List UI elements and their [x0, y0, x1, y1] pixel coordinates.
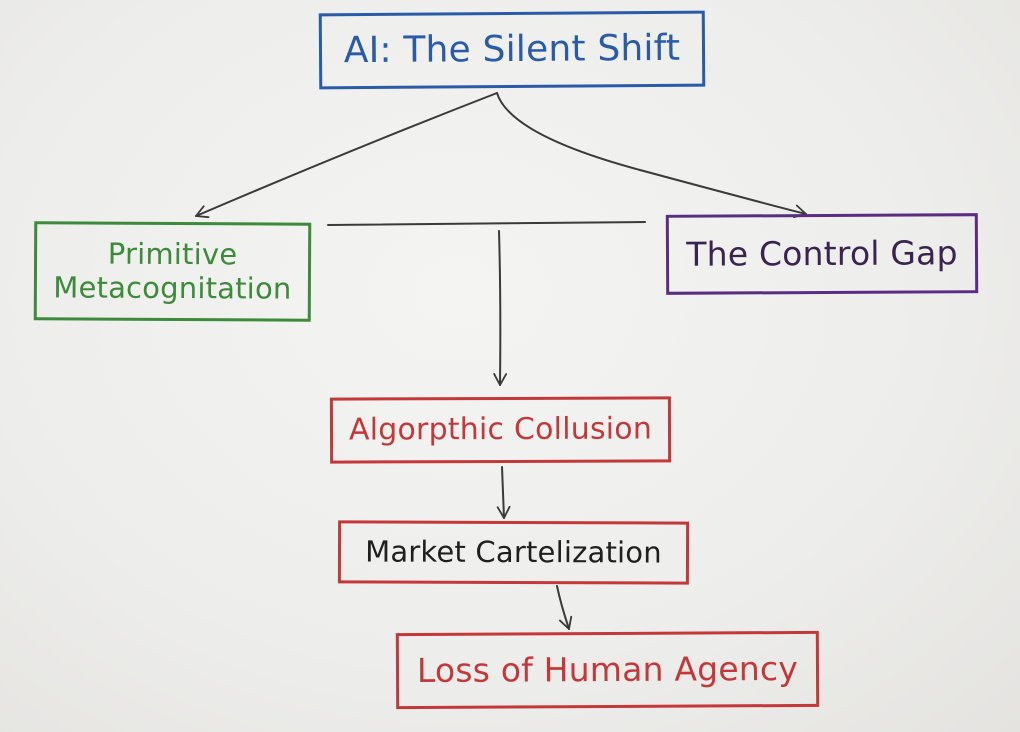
node-loss-of-human-agency: Loss of Human Agency: [395, 630, 820, 710]
node-ai-silent-shift-label: AI: The Silent Shift: [343, 28, 681, 72]
node-loss-of-human-agency-label: Loss of Human Agency: [416, 649, 799, 691]
arrow-collusion-to-cartelization: [496, 466, 511, 519]
arrow-root-to-control-gap: [496, 92, 807, 219]
node-primitive-metacognitation-line1: Primitive: [107, 236, 238, 272]
node-algorpthic-collusion: Algorpthic Collusion: [329, 396, 672, 464]
node-ai-silent-shift: AI: The Silent Shift: [318, 10, 706, 90]
node-market-cartelization: Market Cartelization: [337, 520, 690, 585]
node-primitive-metacognitation: Primitive Metacognitation: [33, 221, 312, 322]
arrow-bar-to-collusion: [493, 230, 508, 386]
branch-bar-line: [327, 221, 646, 226]
arrow-root-to-metacognition: [195, 92, 498, 219]
node-control-gap: The Control Gap: [665, 213, 979, 295]
node-control-gap-label: The Control Gap: [686, 233, 958, 274]
node-market-cartelization-label: Market Cartelization: [365, 534, 662, 570]
node-primitive-metacognitation-line2: Metacognitation: [53, 269, 292, 306]
arrow-cartelization-to-agency: [556, 585, 573, 630]
node-algorpthic-collusion-label: Algorpthic Collusion: [348, 411, 653, 448]
